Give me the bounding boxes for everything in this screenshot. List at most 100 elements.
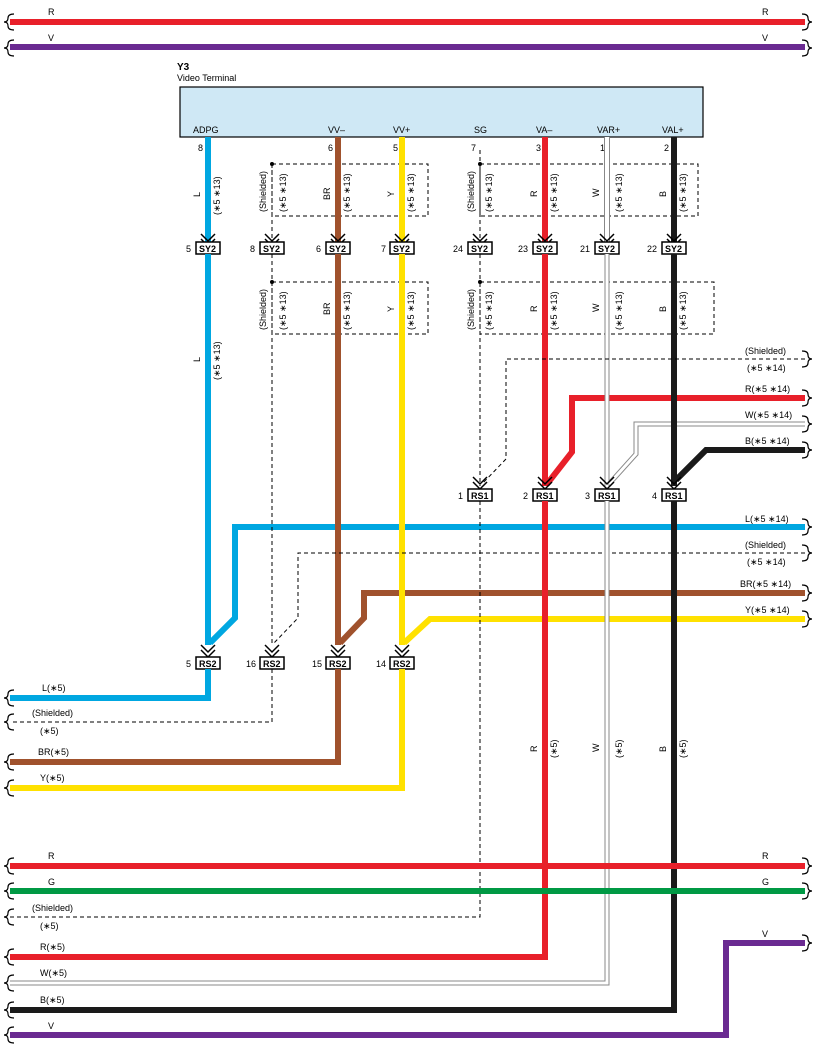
tag-shield-lower-left: (Shielded)	[258, 289, 268, 330]
tag-r-lower: R	[529, 305, 539, 312]
terminal-var-plus: VAR+	[597, 125, 620, 135]
rs1-pin-1: RS1 1	[458, 476, 493, 502]
right-label-br: BR(∗5 ∗14)	[740, 579, 791, 589]
tag-b-lower-note: (∗5 ∗13)	[678, 291, 688, 330]
right-edge-braces	[801, 13, 813, 952]
right-label-shielded-top: (Shielded)	[745, 346, 786, 356]
right-label-l: L(∗5 ∗14)	[745, 514, 789, 524]
tag-shield-upper-left-note: (∗5 ∗13)	[278, 173, 288, 212]
wire-l-out	[10, 669, 211, 701]
svg-text:22: 22	[647, 244, 657, 254]
tag-r-rs1-out-note: (∗5)	[549, 739, 559, 758]
svg-text:16: 16	[246, 659, 256, 669]
tag-r-upper: R	[529, 190, 539, 197]
tag-l-upper: L	[192, 192, 202, 197]
right-label-w: W(∗5 ∗14)	[745, 410, 792, 420]
svg-text:2: 2	[523, 491, 528, 501]
svg-text:SY2: SY2	[536, 244, 553, 254]
tag-w-lower-note: (∗5 ∗13)	[614, 291, 624, 330]
tag-l-mid-note: (∗5 ∗13)	[212, 341, 222, 380]
sy2-pin-8: SY2 8	[250, 233, 285, 255]
right-label-shielded-top-note: (∗5 ∗14)	[747, 363, 786, 373]
pin-8: 8	[198, 143, 203, 153]
rs2-pin-16: RS2 16	[246, 644, 285, 670]
top-bus-violet-right-label: V	[762, 33, 768, 43]
terminal-vv-minus: VV–	[328, 125, 345, 135]
bottom-label-shielded-note: (∗5)	[40, 921, 59, 931]
wire-l-branch	[207, 524, 805, 646]
pin-7: 7	[471, 143, 476, 153]
wire-br-out	[10, 669, 341, 765]
sy2-pin-23: SY2 23	[518, 233, 558, 255]
tag-r-upper-note: (∗5 ∗13)	[549, 173, 559, 212]
svg-text:RS2: RS2	[329, 659, 347, 669]
tag-shield-upper-right: (Shielded)	[466, 171, 476, 212]
sy2-connector-row: SY2 5 SY2 8 SY2 6 SY2 7 SY2 24	[186, 233, 687, 255]
bottom-bus-violet-left-label: V	[48, 1021, 54, 1031]
svg-text:RS2: RS2	[199, 659, 217, 669]
tag-shield-lower-right: (Shielded)	[466, 289, 476, 330]
tag-b-rs1-out-note: (∗5)	[678, 739, 688, 758]
wire-r-rs1-out	[10, 501, 548, 960]
svg-text:RS1: RS1	[471, 491, 489, 501]
tag-br-upper: BR	[322, 187, 332, 200]
left-label-y: Y(∗5)	[40, 773, 65, 783]
sy2-pin-5: SY2 5	[186, 233, 221, 255]
wire-w-branch-a	[607, 421, 805, 486]
bottom-bus-violet-right-label: V	[762, 929, 768, 939]
wire-w-rs1-out-b	[10, 501, 609, 985]
svg-text:24: 24	[453, 244, 463, 254]
tag-r-rs1-out: R	[529, 745, 539, 752]
svg-text:8: 8	[250, 244, 255, 254]
sy2-pin-24: SY2 24	[453, 233, 493, 255]
tag-w-rs1-out-note: (∗5)	[614, 739, 624, 758]
terminal-vv-plus: VV+	[393, 125, 410, 135]
wire-b-branch	[673, 447, 805, 483]
svg-text:21: 21	[580, 244, 590, 254]
right-label-b: B(∗5 ∗14)	[745, 436, 790, 446]
svg-text:SY2: SY2	[598, 244, 615, 254]
wire-y-out	[10, 669, 405, 791]
shield-box-lower-right	[479, 281, 715, 335]
tag-shield-upper-right-note: (∗5 ∗13)	[484, 173, 494, 212]
pin-2: 2	[664, 143, 669, 153]
component-id: Y3	[177, 62, 190, 73]
wire-y-branch	[401, 616, 805, 646]
tag-shield-lower-left-note: (∗5 ∗13)	[278, 291, 288, 330]
bottom-bus-red-left-label: R	[48, 851, 55, 861]
svg-text:RS2: RS2	[393, 659, 411, 669]
svg-text:6: 6	[316, 244, 321, 254]
terminal-va-minus: VA–	[536, 125, 552, 135]
bottom-label-r5: R(∗5)	[40, 942, 65, 952]
svg-text:14: 14	[376, 659, 386, 669]
rs2-connector-row: RS2 5 RS2 16 RS2 15 RS2 14	[186, 644, 415, 670]
svg-text:1: 1	[458, 491, 463, 501]
bottom-label-shielded: (Shielded)	[32, 903, 73, 913]
right-label-y: Y(∗5 ∗14)	[745, 605, 790, 615]
bottom-bus-violet	[10, 940, 805, 1038]
tag-br-lower-note: (∗5 ∗13)	[342, 291, 352, 330]
shield-box-upper-left	[271, 163, 429, 217]
pin-5: 5	[393, 143, 398, 153]
svg-text:SY2: SY2	[263, 244, 280, 254]
tag-w-upper: W	[591, 188, 601, 197]
right-label-shielded-mid: (Shielded)	[745, 540, 786, 550]
tag-b-rs1-out: B	[658, 746, 668, 752]
terminal-sg: SG	[474, 125, 487, 135]
rs1-pin-4: RS1 4	[652, 476, 687, 502]
tag-l-mid: L	[192, 357, 202, 362]
svg-text:SY2: SY2	[329, 244, 346, 254]
wire-r-branch	[544, 395, 805, 486]
svg-text:RS1: RS1	[665, 491, 683, 501]
rs2-pin-5: RS2 5	[186, 644, 221, 670]
component-name: Video Terminal	[177, 73, 236, 83]
tag-y-upper-note: (∗5 ∗13)	[406, 173, 416, 212]
svg-text:15: 15	[312, 659, 322, 669]
bottom-label-b5: B(∗5)	[40, 995, 65, 1005]
rs1-pin-3: RS1 3	[585, 476, 620, 502]
shield-dot-3	[270, 280, 274, 284]
shield-dot-2	[478, 162, 482, 166]
right-label-r: R(∗5 ∗14)	[745, 384, 790, 394]
sy2-pin-22: SY2 22	[647, 233, 687, 255]
